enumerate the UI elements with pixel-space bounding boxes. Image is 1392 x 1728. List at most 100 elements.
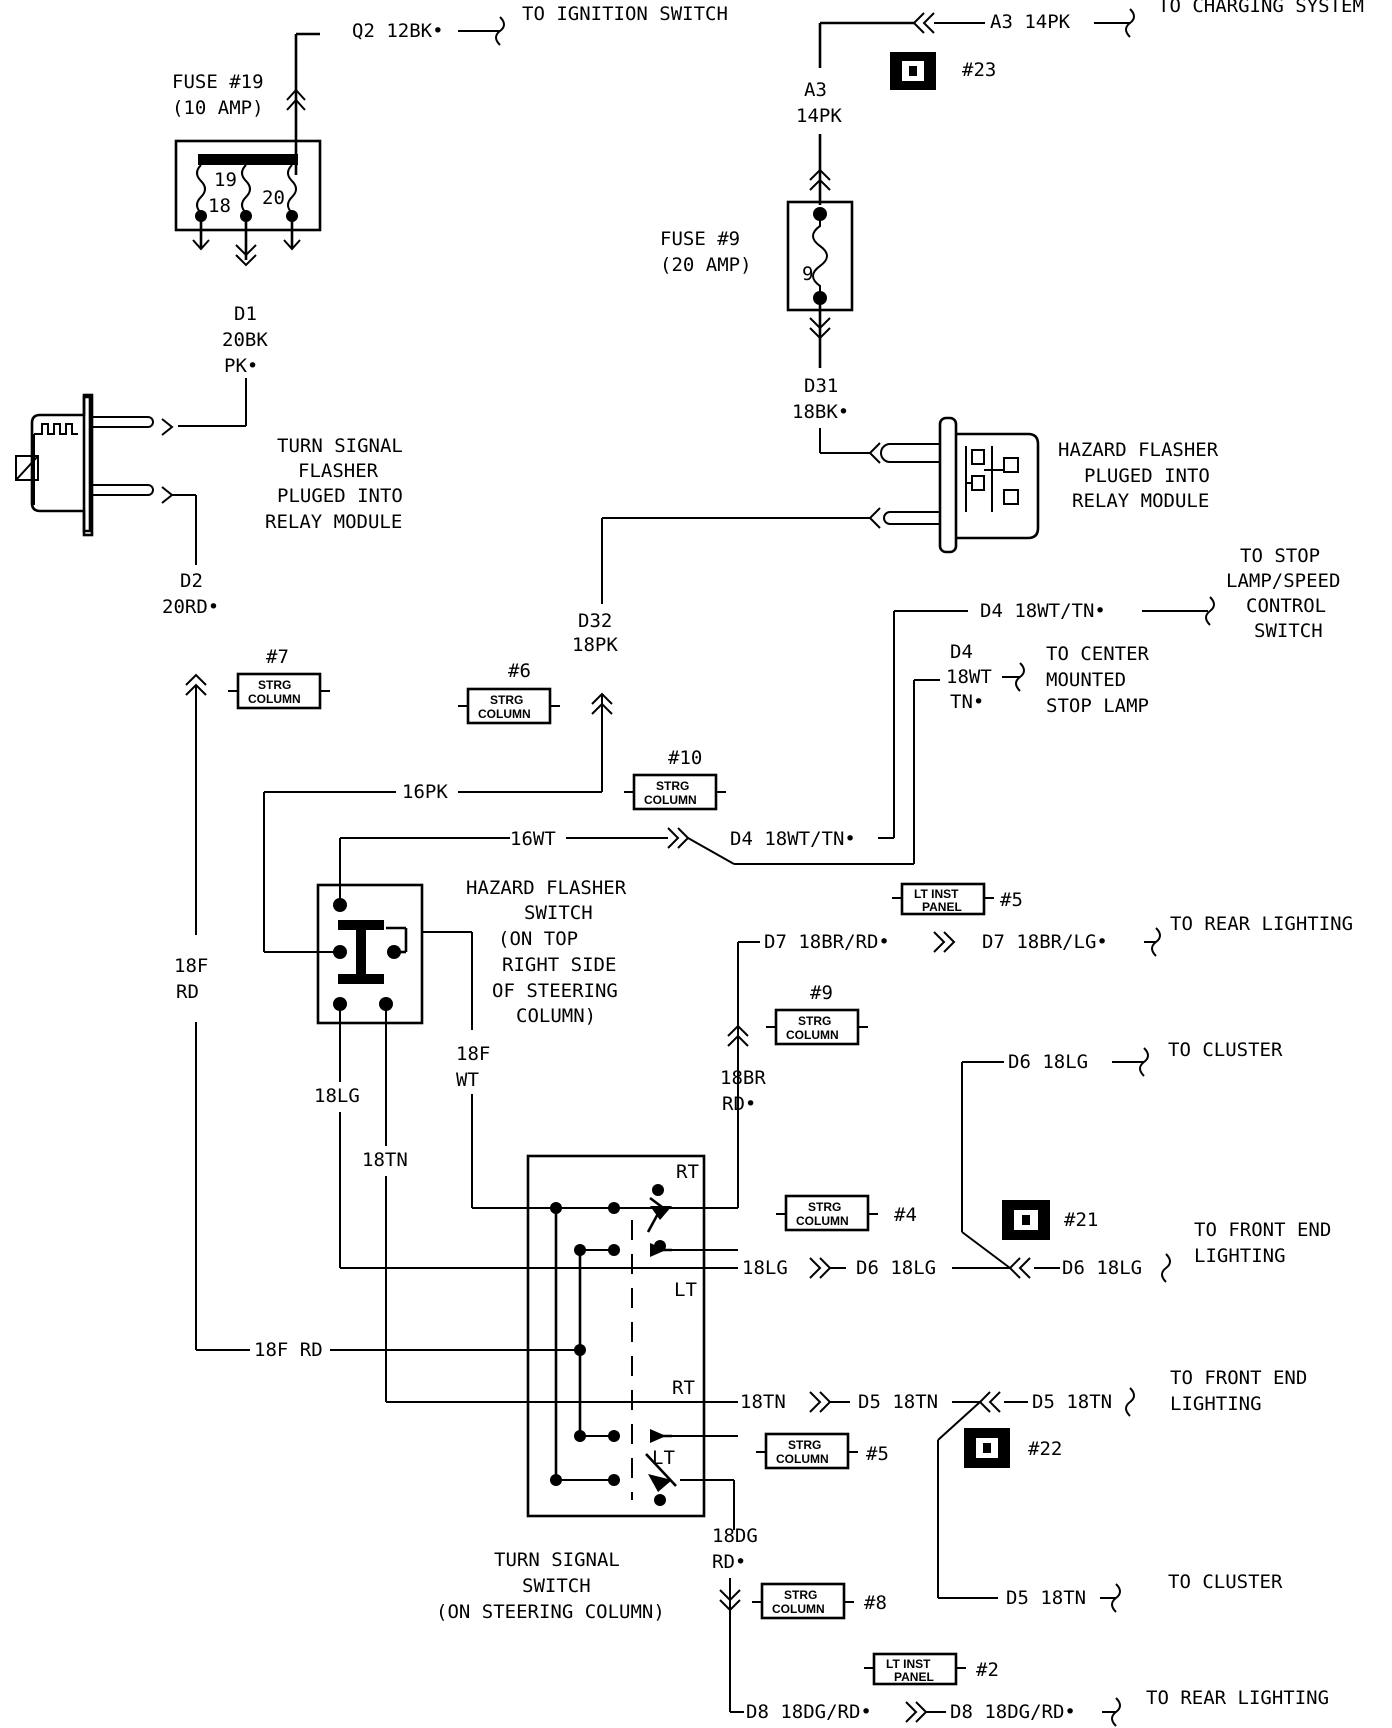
hf-label-2: PLUGED INTO — [1084, 465, 1210, 487]
hf-label-3: RELAY MODULE — [1072, 490, 1209, 512]
left-wires: 18F RD 18F RD 18LG 18TN 18F WT — [174, 673, 738, 1403]
hfs-label-6: COLUMN) — [516, 1005, 596, 1027]
strg-column-8: STRG COLUMN — [752, 1582, 854, 1620]
fuse9-title: FUSE #9 — [660, 228, 740, 250]
strg-5-a: STRG — [788, 1438, 821, 1452]
d8-rear-lighting: 18DG RD• STRG COLUMN #8 LT INST PANEL #2… — [712, 1525, 1329, 1727]
lt-inst-panel-5: LT INST PANEL — [892, 882, 994, 916]
front-end-2b: LIGHTING — [1170, 1393, 1262, 1415]
d6-right-label: D6 18LG — [1062, 1257, 1142, 1279]
fuse-18-number: 18 — [208, 195, 231, 217]
to-cluster-label-2: TO CLUSTER — [1168, 1571, 1283, 1593]
tsf-label-3: PLUGED INTO — [277, 485, 403, 507]
fuse-9-block: A3 14PK TO CHARGING SYSTEM #23 A3 14PK 9… — [660, 0, 1364, 454]
connector-21-icon — [1002, 1200, 1050, 1240]
stop-label-4: SWITCH — [1254, 620, 1323, 642]
strg-6-a: STRG — [490, 693, 523, 707]
strg-7-a: STRG — [258, 678, 291, 692]
tsf-label-4: RELAY MODULE — [265, 511, 402, 533]
ltinst-5-b: PANEL — [922, 900, 962, 914]
ltinst-2-b: PANEL — [894, 1670, 934, 1684]
to-cluster-label-1: TO CLUSTER — [1168, 1039, 1283, 1061]
wire-16pk: 16PK — [402, 781, 448, 803]
ref-6: #6 — [508, 660, 531, 682]
connector-23-icon — [890, 52, 936, 90]
fuse19-title: FUSE #19 — [172, 71, 264, 93]
to-ignition-label: TO IGNITION SWITCH — [522, 3, 728, 25]
ref-5b: #5 — [866, 1443, 889, 1465]
fuse9-rating: (20 AMP) — [660, 254, 752, 276]
fuse-20-number: 20 — [262, 187, 285, 209]
strg-column-6: STRG COLUMN #6 — [458, 660, 560, 725]
wire-18tn: 18TN — [362, 1149, 408, 1171]
center-label-2: MOUNTED — [1046, 669, 1126, 691]
d5-mid-label: D5 18TN — [858, 1391, 938, 1413]
d7-rear-lighting: LT INST PANEL #5 D7 18BR/RD• D7 18BR/LG•… — [720, 882, 1353, 1204]
wire-18f-wt-2: WT — [456, 1069, 479, 1091]
d5-tn-circuit: 18TN D5 18TN D5 18TN TO CLUSTER D5 18TN … — [740, 1367, 1307, 1613]
center-label-1: TO CENTER — [1046, 643, 1150, 665]
front-end-1b: LIGHTING — [1194, 1245, 1286, 1267]
turn-signal-switch: RT LT RT LT — [436, 1108, 739, 1623]
ltinst-2-a: LT INST — [886, 1657, 931, 1671]
wire-18lg: 18LG — [314, 1085, 360, 1107]
strg-5-b: COLUMN — [776, 1452, 829, 1466]
strg-6-b: COLUMN — [478, 707, 531, 721]
d4-mid-label: D4 18WT/TN• — [730, 828, 856, 850]
fuse19-rating: (10 AMP) — [172, 97, 264, 119]
front-end-2a: TO FRONT END — [1170, 1367, 1307, 1389]
strg-7-b: COLUMN — [248, 692, 301, 706]
d4-top-label: D4 18WT/TN• — [980, 600, 1106, 622]
d31-label: D31 — [804, 375, 838, 397]
d7-left-label: D7 18BR/RD• — [764, 931, 890, 953]
strg-column-7: STRG COLUMN #7 — [228, 646, 330, 710]
ref-9: #9 — [810, 982, 833, 1004]
ref-5a: #5 — [1000, 889, 1023, 911]
d5-right-label: D5 18TN — [1032, 1391, 1112, 1413]
d4-b3: TN• — [950, 691, 984, 713]
strg-8-a: STRG — [784, 1588, 817, 1602]
turn-signal-flasher: TURN SIGNAL FLASHER PLUGED INTO RELAY MO… — [15, 393, 403, 618]
a3-top-label: A3 14PK — [990, 11, 1071, 33]
front-end-1a: TO FRONT END — [1194, 1219, 1331, 1241]
wire-18dg: 18DG — [712, 1525, 758, 1547]
wire-18f-rd-h: 18F RD — [254, 1339, 323, 1361]
to-charging-label: TO CHARGING SYSTEM — [1158, 0, 1364, 17]
tsf-label-2: FLASHER — [298, 460, 379, 482]
ref-2: #2 — [976, 1659, 999, 1681]
ltinst-5-a: LT INST — [914, 887, 959, 901]
wire-18f-wt-1: 18F — [456, 1043, 490, 1065]
d6-top-label: D6 18LG — [1008, 1051, 1088, 1073]
tss-label-1: TURN SIGNAL — [494, 1549, 620, 1571]
ref-21: #21 — [1064, 1209, 1098, 1231]
switch-rt-2: RT — [672, 1377, 695, 1399]
strg-9-b: COLUMN — [786, 1028, 839, 1042]
q2-wire-label: Q2 12BK• — [352, 20, 444, 42]
strg-column-5: STRG COLUMN — [756, 1432, 858, 1470]
lt-inst-panel-2: LT INST PANEL — [864, 1652, 966, 1686]
wire-18dg-rd: RD• — [712, 1551, 746, 1573]
hazard-flasher-switch: HAZARD FLASHER SWITCH (ON TOP RIGHT SIDE… — [316, 877, 627, 1030]
d1-gauge: 20BK — [222, 329, 268, 351]
d2-label: D2 — [180, 570, 203, 592]
a3-gauge: 14PK — [796, 105, 842, 127]
ref-10: #10 — [668, 747, 702, 769]
d1-pk: PK• — [224, 355, 258, 377]
stop-label-2: LAMP/SPEED — [1226, 570, 1340, 592]
strg-10-a: STRG — [656, 779, 689, 793]
tsf-label-1: TURN SIGNAL — [277, 435, 403, 457]
d31-gauge: 18BK• — [792, 401, 849, 423]
d2-gauge: 20RD• — [162, 596, 219, 618]
wire-18tn-right: 18TN — [740, 1391, 786, 1413]
strg-column-9: STRG COLUMN — [766, 1008, 868, 1046]
hfs-label-3: (ON TOP — [498, 928, 578, 950]
ref-8: #8 — [864, 1592, 887, 1614]
ref-4: #4 — [894, 1204, 917, 1226]
hazard-flasher: HAZARD FLASHER PLUGED INTO RELAY MODULE … — [263, 416, 1219, 953]
hfs-label-2: SWITCH — [524, 902, 593, 924]
wire-16wt: 16WT — [510, 828, 556, 850]
connector-22-icon — [964, 1428, 1010, 1468]
d32-label: D32 — [578, 610, 612, 632]
d1-label: D1 — [234, 303, 257, 325]
d32-gauge: 18PK — [572, 634, 618, 656]
